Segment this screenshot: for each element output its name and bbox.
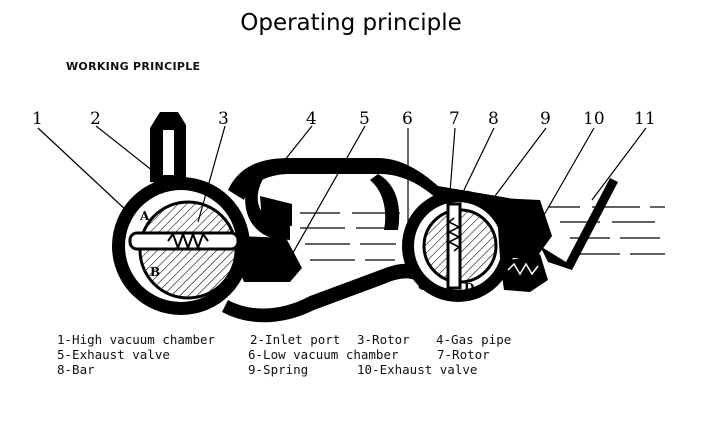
legend-item: 9-Spring [248, 362, 309, 377]
legend-item: 10-Exhaust valve [357, 362, 478, 377]
callout-11: 11 [634, 109, 656, 129]
exhaust-valve-5 [236, 236, 302, 282]
legend-item: 5-Exhaust valve [57, 347, 170, 362]
legend-item: 6-Low vacuum chamber [248, 347, 399, 362]
callout-3: 3 [218, 109, 229, 129]
callout-10: 10 [583, 109, 605, 129]
label-c: C [418, 279, 428, 293]
legend-item: 1-High vacuum chamber [57, 332, 216, 347]
diagram-subtitle: WORKING PRINCIPLE [66, 60, 201, 73]
label-a: A [139, 209, 150, 223]
label-b: B [150, 265, 160, 279]
page-title: Operating principle [240, 10, 462, 36]
callout-6: 6 [402, 109, 413, 129]
callout-8: 8 [488, 109, 499, 129]
callout-9: 9 [540, 109, 551, 129]
outlet-pipe [540, 178, 618, 270]
exhaust-valve-10 [496, 198, 552, 258]
left-spring [167, 231, 209, 251]
right-bar [446, 202, 462, 290]
callout-4: 4 [306, 109, 317, 129]
callout-2: 2 [90, 109, 101, 129]
legend-item: 8-Bar [57, 362, 95, 377]
legend-item: 3-Rotor [357, 332, 410, 347]
legend-item: 2-Inlet port [250, 332, 341, 347]
label-d: D [464, 281, 474, 295]
callout-7: 7 [449, 109, 460, 129]
inlet-port-opening [163, 130, 174, 175]
legend-item: 4-Gas pipe [436, 332, 512, 347]
callout-5: 5 [359, 109, 370, 129]
legend-item: 7-Rotor [437, 347, 490, 362]
right-spring [447, 217, 461, 252]
leader-lines [37, 125, 647, 259]
bottom-pipe [222, 263, 418, 323]
callout-1: 1 [32, 109, 43, 129]
